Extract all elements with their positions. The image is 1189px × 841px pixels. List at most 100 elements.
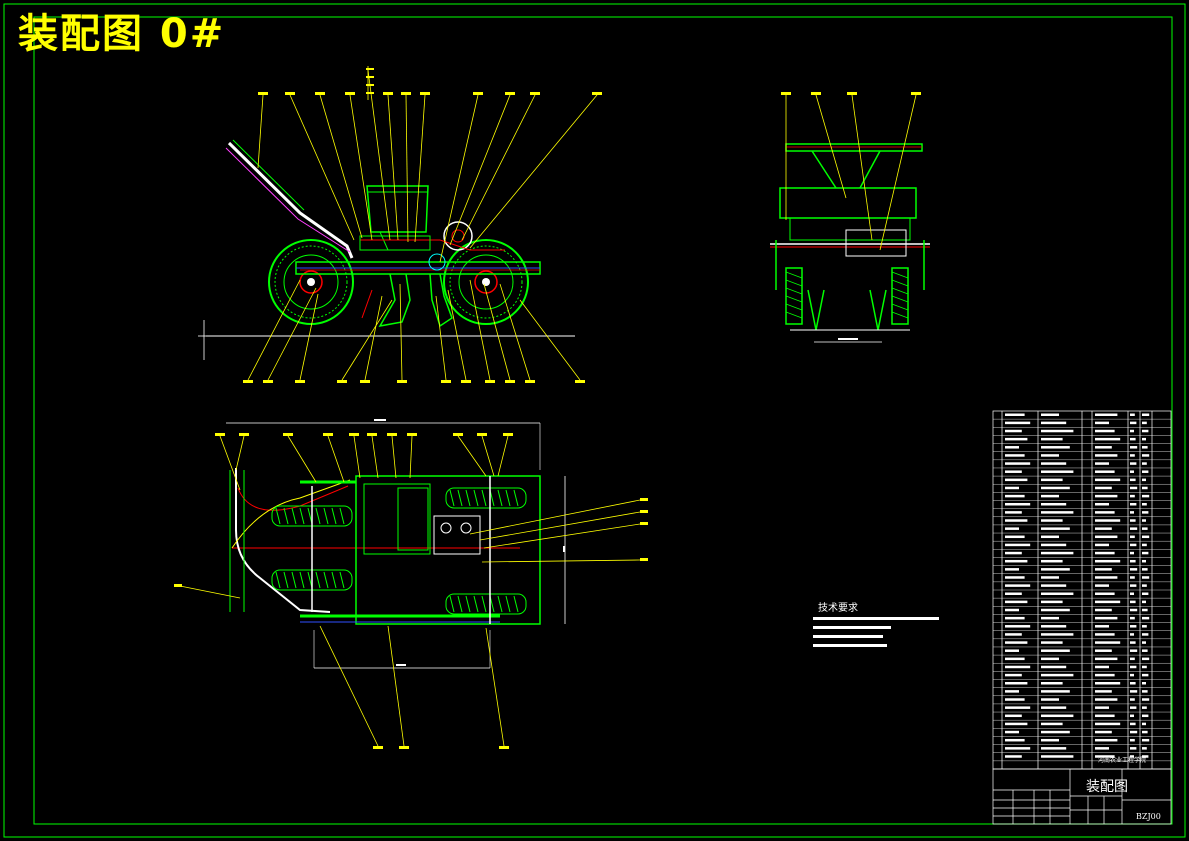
parts-cell-mark	[1130, 625, 1137, 628]
parts-cell-mark	[1095, 519, 1121, 522]
parts-cell-mark	[1005, 633, 1022, 636]
parts-cell-mark	[1142, 698, 1150, 701]
parts-cell-mark	[1041, 478, 1063, 482]
parts-cell-mark	[1142, 633, 1149, 636]
parts-cell-mark	[1005, 568, 1019, 571]
parts-cell-mark	[1130, 682, 1136, 685]
parts-cell-mark	[1130, 673, 1134, 677]
parts-cell-mark	[1130, 755, 1134, 758]
parts-cell-mark	[1041, 657, 1059, 661]
title-block-drawing-name: 装配图	[1086, 779, 1128, 795]
parts-cell-mark	[1005, 437, 1028, 441]
parts-cell-mark	[1130, 616, 1135, 620]
parts-cell-mark	[1041, 576, 1059, 579]
parts-cell-mark	[1005, 446, 1019, 449]
outer-border	[3, 3, 1186, 838]
parts-cell-mark	[1005, 576, 1025, 579]
parts-cell-mark	[1142, 738, 1150, 742]
parts-cell-mark	[1130, 738, 1135, 742]
parts-cell-mark	[1142, 600, 1146, 604]
parts-cell-mark	[1095, 714, 1115, 718]
parts-cell-mark	[1005, 470, 1022, 473]
parts-cell-mark	[1041, 755, 1074, 758]
parts-cell-mark	[1005, 657, 1025, 661]
parts-cell-mark	[1005, 535, 1025, 539]
parts-cell-mark	[1130, 649, 1138, 652]
parts-cell-mark	[1142, 519, 1146, 522]
parts-cell-mark	[1142, 584, 1147, 587]
parts-cell-mark	[1041, 527, 1070, 530]
parts-cell-mark	[1005, 616, 1025, 620]
parts-cell-mark	[1041, 494, 1059, 498]
parts-cell-mark	[1130, 584, 1137, 587]
parts-cell-mark	[1142, 413, 1150, 416]
parts-cell-mark	[1095, 535, 1118, 539]
parts-cell-mark	[1130, 478, 1136, 482]
parts-cell-mark	[1130, 730, 1138, 734]
parts-cell-mark	[1041, 722, 1063, 726]
parts-cell-mark	[1005, 584, 1031, 587]
parts-cell-mark	[1005, 714, 1022, 718]
parts-cell-mark	[1095, 551, 1115, 555]
end-view	[770, 92, 930, 343]
parts-cell-mark	[1041, 543, 1067, 547]
parts-cell-mark	[1142, 429, 1149, 433]
parts-cell-mark	[1005, 519, 1028, 522]
parts-cell-mark	[1142, 486, 1148, 490]
parts-cell-mark	[1005, 625, 1031, 628]
title-block	[992, 768, 1172, 825]
parts-cell-mark	[1130, 519, 1136, 522]
parts-cell-mark	[1095, 738, 1118, 742]
parts-cell-mark	[1095, 486, 1112, 490]
tech-requirements	[813, 617, 939, 647]
parts-cell-mark	[1005, 486, 1019, 490]
parts-cell-mark	[1095, 747, 1109, 750]
parts-cell-mark	[1142, 454, 1150, 457]
parts-cell-mark	[1142, 478, 1146, 482]
parts-cell-mark	[1095, 698, 1118, 701]
parts-cell-mark	[1095, 722, 1121, 726]
parts-cell-mark	[1041, 503, 1067, 506]
parts-cell-mark	[1095, 543, 1109, 547]
parts-cell-mark	[1130, 592, 1134, 595]
parts-cell-mark	[1041, 747, 1067, 750]
parts-cell-mark	[1142, 503, 1147, 506]
parts-cell-mark	[1130, 543, 1137, 547]
parts-cell-mark	[1095, 682, 1121, 685]
parts-cell-mark	[1130, 527, 1138, 530]
parts-cell-mark	[1041, 600, 1063, 604]
parts-cell-mark	[1130, 470, 1134, 473]
parts-cell-mark	[1005, 755, 1022, 758]
parts-cell-mark	[1041, 413, 1059, 416]
parts-cell-mark	[1095, 576, 1118, 579]
parts-cell-mark	[1041, 568, 1070, 571]
parts-cell-mark	[1041, 462, 1067, 465]
tech-requirements-title: 技术要求	[818, 603, 858, 614]
parts-cell-mark	[1005, 462, 1031, 465]
parts-cell-mark	[1005, 641, 1028, 644]
parts-cell-mark	[1041, 706, 1067, 709]
parts-cell-mark	[1142, 714, 1149, 718]
parts-cell-mark	[1142, 494, 1150, 498]
parts-cell-mark	[1005, 527, 1019, 530]
title-block-code: BZJ00	[1136, 812, 1161, 821]
parts-cell-mark	[1095, 633, 1115, 636]
parts-cell-mark	[1005, 600, 1028, 604]
parts-cell-mark	[1142, 559, 1146, 563]
parts-cell-mark	[1130, 551, 1134, 555]
parts-cell-mark	[1142, 535, 1150, 539]
parts-cell-mark	[1005, 543, 1031, 547]
parts-cell-mark	[1142, 616, 1150, 620]
parts-cell-mark	[1130, 568, 1138, 571]
parts-cell-mark	[1142, 568, 1148, 571]
parts-cell-mark	[1130, 494, 1135, 498]
parts-cell-mark	[1005, 706, 1031, 709]
parts-cell-mark	[1095, 755, 1115, 758]
parts-cell-mark	[1095, 437, 1121, 441]
parts-cell-mark	[1095, 413, 1118, 416]
parts-cell-mark	[1095, 470, 1115, 473]
parts-cell-mark	[1041, 608, 1070, 612]
parts-cell-mark	[1041, 559, 1063, 563]
parts-cell-mark	[1005, 503, 1031, 506]
